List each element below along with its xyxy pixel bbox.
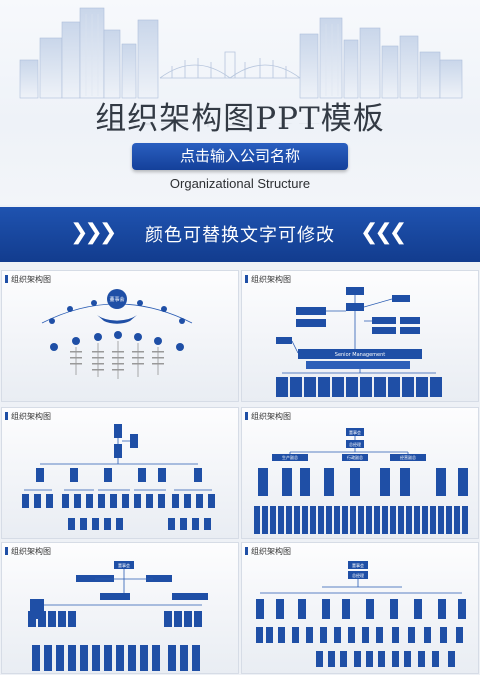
slide-thumbnail-3[interactable]: 组织架构图	[1, 407, 239, 539]
english-subtitle: Organizational Structure	[169, 176, 311, 191]
slide-thumbnail-6[interactable]: 组织架构图 董事会 总经理	[241, 542, 479, 674]
slide-thumbnail-4[interactable]: 组织架构图 董事会 总经理 生产副总 行政副总 经营副总	[241, 407, 479, 539]
department-org-chart: 董事会 总经理 生产副总 行政副总 经营副总	[254, 428, 468, 534]
second-node-label: 总经理	[349, 441, 361, 447]
slide-heading: 组织架构图	[245, 411, 291, 422]
wide-org-chart: 董事会 总经理	[256, 561, 466, 667]
branch-label-admin: 行政副总	[347, 454, 363, 460]
slide-heading: 组织架构图	[5, 546, 51, 557]
slide-heading: 组织架构图	[245, 546, 291, 557]
top-node-label: 董事会	[352, 562, 364, 568]
tree-org-chart	[22, 424, 215, 530]
city-skyline-graphic	[19, 7, 463, 99]
branch-org-chart: 董事会	[28, 561, 208, 671]
top-node-label: 董事会	[118, 562, 130, 568]
slide-thumbnail-1[interactable]: 组织架构图 董事会	[1, 270, 239, 402]
senior-management-label: Senior Management	[335, 352, 385, 358]
hero-section: 组织架构图PPT模板 组织架构图PPT模板 点击输入公司名称 Organizat…	[0, 0, 480, 205]
slide-heading: 组织架构图	[5, 274, 51, 285]
radial-org-chart: 董事会	[41, 289, 193, 379]
branch-label-operations: 经营副总	[400, 454, 416, 460]
center-node-label: 董事会	[109, 296, 124, 303]
slide-thumbnail-5[interactable]: 组织架构图 董事会	[1, 542, 239, 674]
second-node-label: 总经理	[352, 572, 364, 578]
slide-heading: 组织架构图	[5, 411, 51, 422]
slide-heading: 组织架构图	[245, 274, 291, 285]
branch-label-production: 生产副总	[282, 454, 298, 460]
page-title-reflection: 组织架构图PPT模板	[0, 123, 480, 137]
company-name-button[interactable]: 点击输入公司名称	[132, 143, 348, 170]
chevrons-right-icon: ❯❯❯	[70, 220, 117, 245]
page-title: 组织架构图PPT模板	[95, 101, 385, 137]
chevrons-left-icon: ❮❮❮	[360, 220, 407, 245]
top-node-label: 董事会	[349, 429, 361, 435]
slide-thumbnail-2[interactable]: 组织架构图 Senior Management	[241, 270, 479, 402]
banner-text: 颜色可替换文字可修改	[145, 225, 335, 246]
editable-notice-banner: ❯❯❯ 颜色可替换文字可修改 ❮❮❮	[0, 207, 480, 262]
hierarchy-org-chart: Senior Management	[276, 287, 442, 397]
